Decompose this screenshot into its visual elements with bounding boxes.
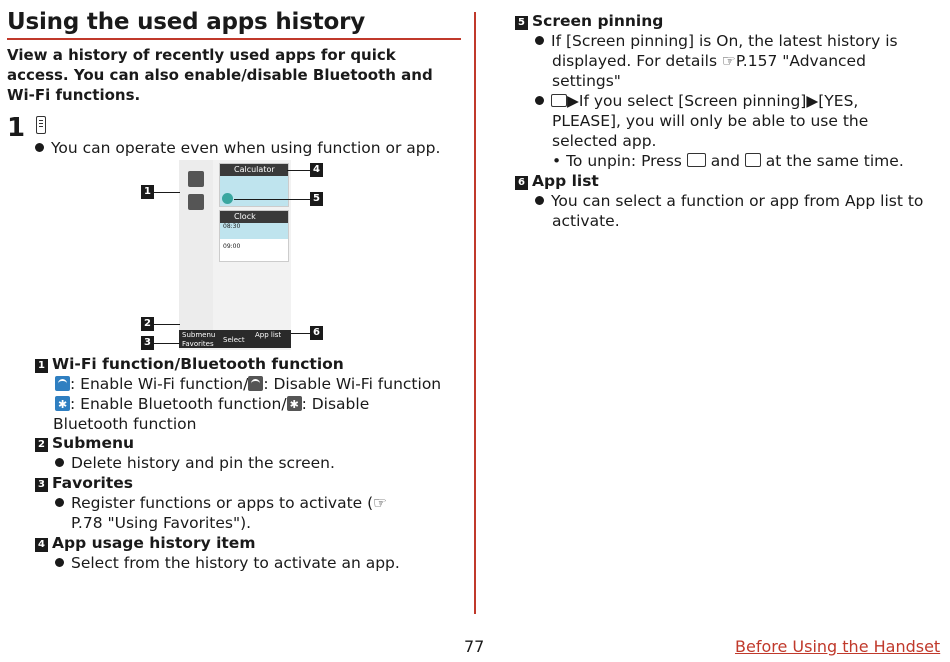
card-title: Clock — [220, 211, 288, 223]
item-number: 4 — [35, 538, 48, 552]
bottom-bar: Submenu Favorites Select App list — [179, 330, 291, 348]
item-1-heading: 1 Wi-Fi function/Bluetooth function — [35, 354, 344, 374]
leader-line — [154, 192, 180, 193]
callout-2: 2 — [141, 317, 154, 331]
card-title: Calculator — [220, 164, 288, 176]
callout-3: 3 — [141, 336, 154, 350]
text: Register functions or apps to activate (… — [71, 494, 388, 512]
bullet-dot — [535, 96, 544, 105]
item-title: Submenu — [52, 434, 135, 452]
bullet-dot — [535, 36, 544, 45]
wifi-off-icon — [248, 376, 264, 391]
step-number: 1 — [7, 113, 26, 143]
step-bullet-text: You can operate even when using function… — [51, 139, 441, 157]
item-number: 6 — [515, 176, 528, 190]
section-link[interactable]: Before Using the Handset — [735, 637, 941, 656]
menu-key-icon — [551, 94, 567, 107]
item-1-line1: : Enable Wi-Fi function/ : Disable Wi-Fi … — [55, 374, 441, 394]
item-5-bullet-1: If [Screen pinning] is On, the latest hi… — [535, 31, 898, 51]
leader-line — [154, 343, 180, 344]
item-3-bullet: Register functions or apps to activate (… — [55, 493, 387, 513]
app-list-button[interactable]: App list — [255, 331, 282, 339]
leader-line — [291, 333, 310, 334]
select-button[interactable]: Select — [223, 336, 245, 344]
item-5-bullet-2: ▶If you select [Screen pinning]▶[YES, — [535, 91, 858, 111]
callout-6: 6 — [310, 326, 323, 340]
item-5-heading: 5 Screen pinning — [515, 11, 663, 31]
callout-4: 4 — [310, 163, 323, 177]
item-4-bullet: Select from the history to activate an a… — [55, 553, 400, 573]
wifi-on-icon — [55, 376, 70, 391]
bullet-dot — [535, 196, 544, 205]
leader-line — [154, 324, 180, 325]
text: • To unpin: Press — [552, 152, 682, 170]
item-2-heading: 2 Submenu — [35, 433, 134, 453]
callout-5: 5 — [310, 192, 323, 206]
toggle-panel — [179, 160, 213, 330]
item-6-heading: 6 App list — [515, 171, 599, 191]
item-number: 5 — [515, 16, 528, 30]
item-title: Wi-Fi function/Bluetooth function — [52, 355, 344, 373]
item-1-line2: : Enable Bluetooth function/ : Disable — [55, 394, 370, 415]
item-title: App list — [532, 172, 599, 190]
item-title: Favorites — [52, 474, 133, 492]
item-3-heading: 3 Favorites — [35, 473, 133, 493]
history-card-clock[interactable]: Clock 08:30 09:00 — [219, 210, 289, 262]
text: : Enable Wi-Fi function/ — [70, 375, 249, 393]
bluetooth-off-icon — [286, 395, 302, 415]
alarm-time: 09:00 — [223, 243, 241, 250]
text: at the same time. — [765, 152, 904, 170]
text: Select from the history to activate an a… — [71, 554, 400, 572]
bullet-dot — [55, 458, 64, 467]
recent-apps-key-icon — [744, 153, 761, 167]
wifi-toggle-icon[interactable] — [188, 171, 204, 187]
text: and — [710, 152, 740, 170]
intro-text: View a history of recently used apps for… — [7, 46, 433, 104]
column-divider — [474, 12, 476, 614]
recent-apps-key-icon — [36, 116, 46, 134]
text: ▶If you select [Screen pinning]▶[YES, — [567, 92, 859, 110]
bullet-dot — [55, 558, 64, 567]
text: : Enable Bluetooth function/ — [70, 395, 287, 413]
page-title: Using the used apps history — [7, 9, 366, 35]
text: Delete history and pin the screen. — [71, 454, 335, 472]
title-underline — [7, 38, 461, 40]
clear-key-icon — [686, 153, 706, 167]
item-1-line3: Bluetooth function — [53, 415, 197, 433]
step-bullet: You can operate even when using function… — [35, 138, 440, 158]
bullet-dot — [55, 498, 64, 507]
item-title: App usage history item — [52, 534, 256, 552]
bluetooth-toggle-icon[interactable] — [188, 194, 204, 210]
text: : Disable — [301, 395, 370, 413]
item-4-heading: 4 App usage history item — [35, 533, 255, 553]
item-number: 3 — [35, 478, 48, 492]
pin-icon[interactable] — [222, 193, 233, 204]
submenu-button[interactable]: Submenu — [182, 331, 216, 339]
item-number: 2 — [35, 438, 48, 452]
item-number: 1 — [35, 359, 48, 373]
text: You can select a function or app from Ap… — [551, 192, 924, 210]
alarm-time: 08:30 — [220, 223, 288, 239]
leader-line — [234, 199, 310, 200]
item-5-bullet-1-cont: settings" — [552, 72, 621, 90]
item-title: Screen pinning — [532, 12, 664, 30]
item-6-bullet: You can select a function or app from Ap… — [535, 191, 923, 211]
leader-line — [287, 170, 310, 171]
text: If [Screen pinning] is On, the latest hi… — [551, 32, 898, 50]
bullet-dot — [35, 143, 44, 152]
item-5-bullet-1-cont: displayed. For details ☞P.157 "Advanced — [552, 52, 866, 70]
item-6-bullet-cont: activate. — [552, 212, 620, 230]
item-2-bullet: Delete history and pin the screen. — [55, 453, 335, 473]
item-3-bullet-cont: P.78 "Using Favorites"). — [71, 514, 252, 532]
item-5-unpin: • To unpin: Press and at the same time. — [552, 151, 904, 171]
item-5-bullet-2-cont: PLEASE], you will only be able to use th… — [552, 112, 869, 130]
bluetooth-on-icon — [55, 395, 70, 415]
page-number: 77 — [464, 637, 485, 656]
item-5-bullet-2-cont: selected app. — [552, 132, 657, 150]
favorites-button[interactable]: Favorites — [182, 340, 214, 348]
callout-1: 1 — [141, 185, 154, 199]
text: : Disable Wi-Fi function — [263, 375, 442, 393]
